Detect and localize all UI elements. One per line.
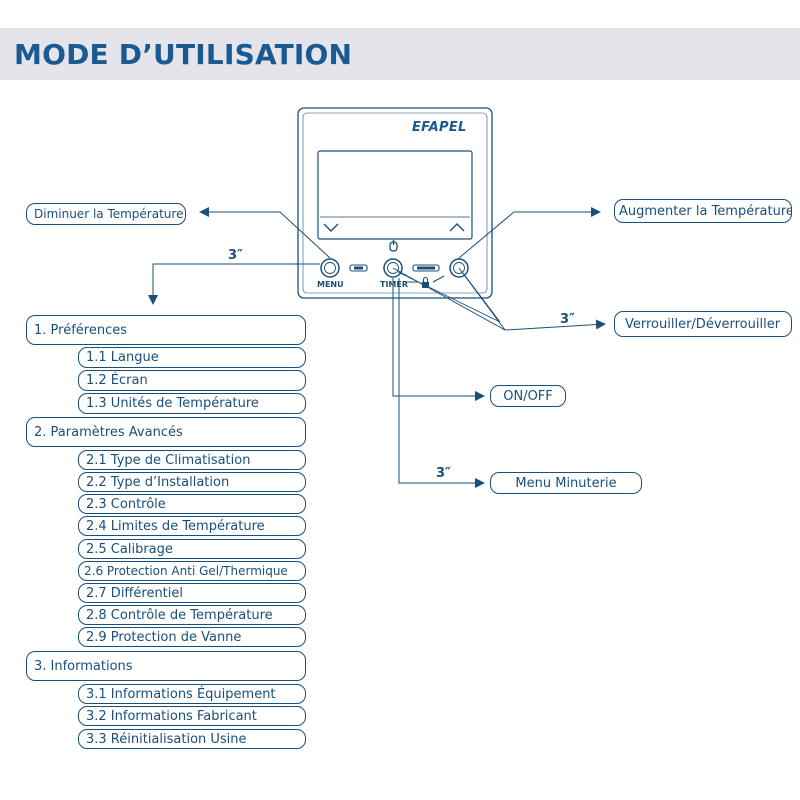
hold-duration-label: 3″	[560, 312, 575, 327]
menu-item: 2.1 Type de Climatisation	[78, 450, 306, 470]
menu-section-advanced: 2. Paramètres Avancés	[26, 417, 306, 447]
callout-timer-menu: Menu Minuterie	[490, 472, 642, 494]
arrow-timer-menu	[398, 278, 485, 488]
menu-item: 1.3 Unités de Température	[78, 393, 306, 414]
callout-increase-temperature: Augmenter la Température	[614, 199, 792, 223]
hold-duration-label: 3″	[228, 248, 243, 263]
device-screen	[317, 150, 473, 240]
menu-button-label: MENU	[317, 280, 344, 289]
menu-item: 2.5 Calibrage	[78, 539, 306, 559]
menu-item: 1.1 Langue	[78, 347, 306, 368]
arrow-increase	[458, 207, 601, 259]
arrow-decrease	[199, 207, 331, 259]
menu-item: 2.9 Protection de Vanne	[78, 627, 306, 647]
chevron-down-icon	[323, 223, 339, 232]
title-bar: MODE D’UTILISATION	[0, 28, 800, 80]
menu-item: 2.6 Protection Anti Gel/Thermique	[78, 561, 306, 581]
callout-decrease-temperature: Diminuer la Température	[26, 203, 186, 225]
menu-section-information: 3. Informations	[26, 651, 306, 681]
menu-item: 2.4 Limites de Température	[78, 516, 306, 536]
menu-button[interactable]	[320, 258, 340, 278]
menu-item: 3.2 Informations Fabricant	[78, 706, 306, 726]
menu-item: 2.8 Contrôle de Température	[78, 605, 306, 625]
chevron-up-icon	[449, 223, 465, 232]
menu-item: 3.3 Réinitialisation Usine	[78, 729, 306, 749]
callout-lock-unlock: Verrouiller/Déverrouiller	[614, 311, 792, 337]
menu-item: 1.2 Écran	[78, 370, 306, 391]
callout-on-off: ON/OFF	[490, 385, 566, 407]
hold-duration-label: 3″	[436, 466, 451, 481]
menu-item: 2.3 Contrôle	[78, 494, 306, 514]
menu-section-preferences: 1. Préférences	[26, 315, 306, 345]
menu-item: 2.2 Type d’Installation	[78, 472, 306, 492]
arrow-onoff	[392, 278, 485, 401]
arrow-menu-hold	[148, 263, 320, 305]
brand-logo: EFAPEL	[412, 120, 467, 135]
page-title: MODE D’UTILISATION	[14, 38, 353, 71]
menu-item: 2.7 Différentiel	[78, 583, 306, 603]
menu-item: 3.1 Informations Équipement	[78, 684, 306, 704]
timer-button-label: TIMER	[380, 280, 409, 289]
